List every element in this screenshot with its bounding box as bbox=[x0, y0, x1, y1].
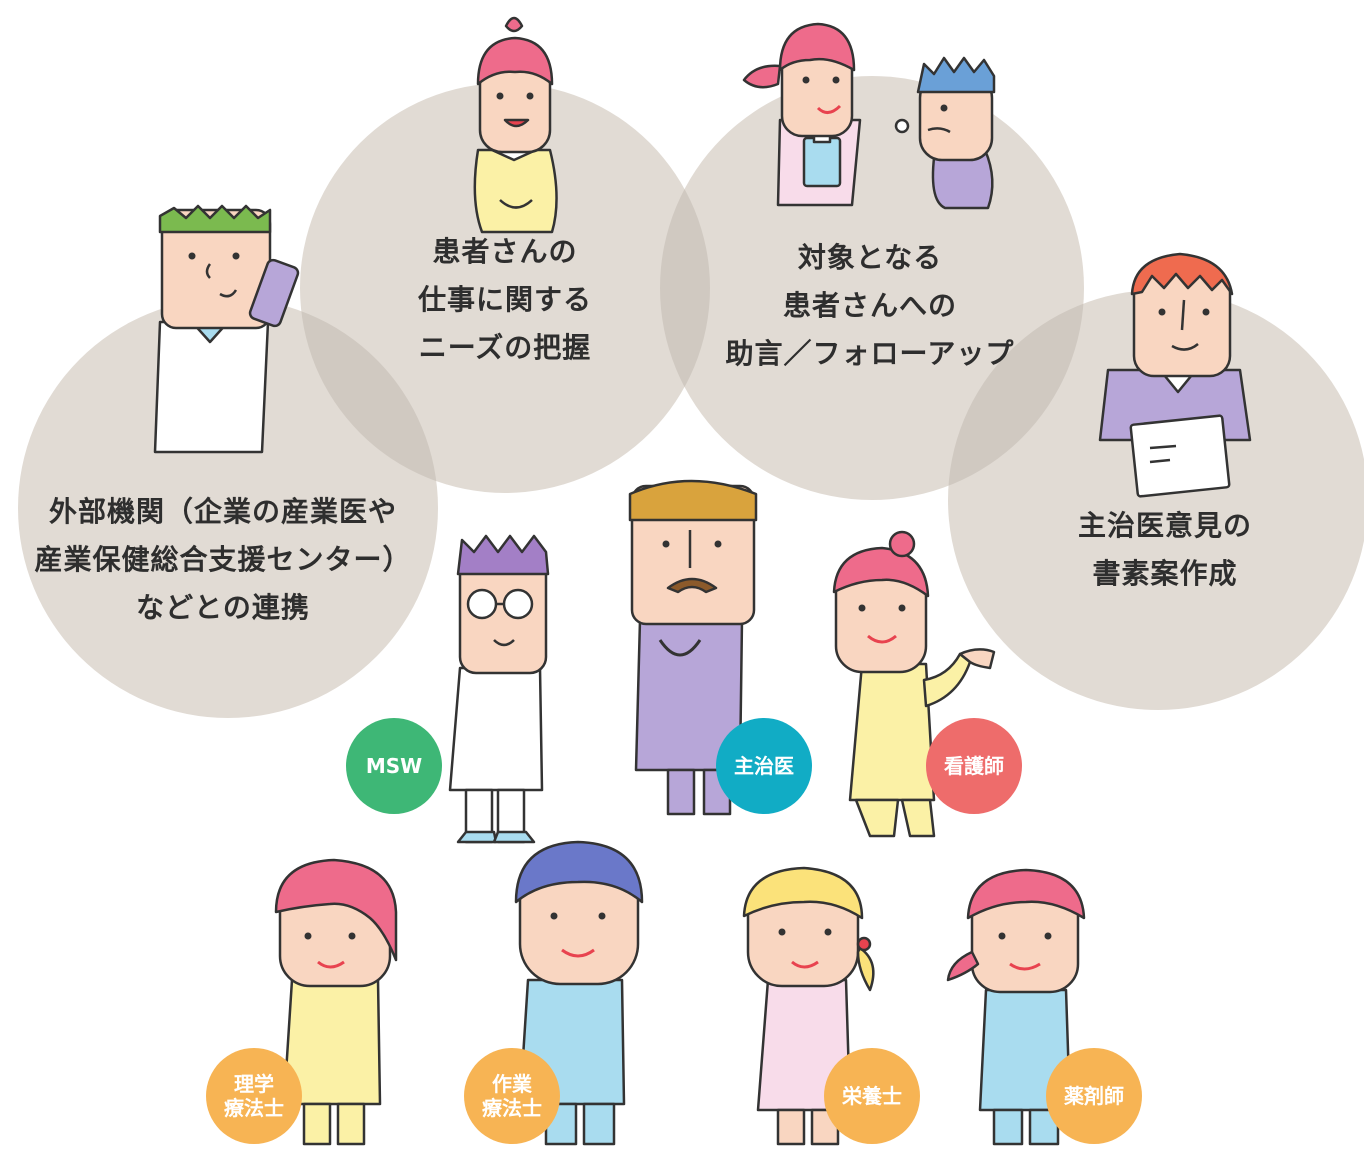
role-line: 外部機関（企業の産業医や bbox=[48, 495, 397, 528]
role-needs-assessment: 患者さんの 仕事に関する ニーズの把握 bbox=[330, 228, 680, 372]
character-doctor-phone bbox=[153, 204, 300, 454]
role-line: 産業保健総合支援センター） bbox=[34, 543, 412, 576]
circle-external bbox=[18, 298, 438, 718]
badge-pharmacist: 薬剤師 bbox=[1046, 1048, 1142, 1144]
badge-dietitian: 栄養士 bbox=[824, 1048, 920, 1144]
character-physical-therapist bbox=[274, 858, 398, 1146]
role-circles bbox=[18, 76, 1364, 718]
badge-label: 療法士 bbox=[482, 1096, 542, 1120]
character-msw bbox=[448, 534, 550, 844]
role-external-liaison: 外部機関（企業の産業医や 産業保健総合支援センター） などとの連携 bbox=[18, 488, 428, 632]
role-line: 対象となる bbox=[797, 241, 943, 274]
badge-label: 主治医 bbox=[734, 754, 794, 778]
badge-occupational-therapist: 作業 療法士 bbox=[464, 1048, 560, 1144]
role-line: 書素案作成 bbox=[1092, 557, 1238, 590]
role-line: 助言／フォローアップ bbox=[725, 337, 1015, 370]
badge-label: 薬剤師 bbox=[1064, 1084, 1124, 1108]
role-line: 仕事に関する bbox=[417, 283, 592, 316]
role-advice-followup: 対象となる 患者さんへの 助言／フォローアップ bbox=[695, 234, 1045, 378]
character-nurse bbox=[832, 530, 996, 838]
role-line: 主治医意見の bbox=[1077, 509, 1252, 542]
badge-label: 理学 bbox=[234, 1072, 274, 1096]
badge-label: 看護師 bbox=[944, 754, 1004, 778]
badge-label: 療法士 bbox=[224, 1096, 284, 1120]
badge-nurse: 看護師 bbox=[926, 718, 1022, 814]
badge-label: 作業 bbox=[492, 1072, 532, 1096]
badge-msw: MSW bbox=[346, 718, 442, 814]
role-opinion-draft: 主治医意見の 書素案作成 bbox=[1040, 502, 1290, 598]
character-nurse-top bbox=[473, 16, 558, 234]
character-nurse-advice bbox=[742, 22, 862, 207]
role-line: 患者さんの bbox=[432, 235, 578, 268]
badge-label: MSW bbox=[365, 754, 423, 778]
overlap-advice-opinion bbox=[948, 290, 1084, 500]
character-occupational-therapist bbox=[514, 840, 644, 1146]
badge-attending-physician: 主治医 bbox=[716, 718, 812, 814]
role-line: などとの連携 bbox=[136, 591, 310, 624]
role-line: 患者さんへの bbox=[782, 289, 957, 322]
badge-label: 栄養士 bbox=[842, 1084, 902, 1108]
character-patient-advice bbox=[894, 56, 996, 210]
circle-needs bbox=[300, 83, 710, 493]
badge-physical-therapist: 理学 療法士 bbox=[206, 1048, 302, 1144]
character-doctor-writing bbox=[1098, 252, 1252, 498]
role-line: ニーズの把握 bbox=[418, 331, 592, 364]
